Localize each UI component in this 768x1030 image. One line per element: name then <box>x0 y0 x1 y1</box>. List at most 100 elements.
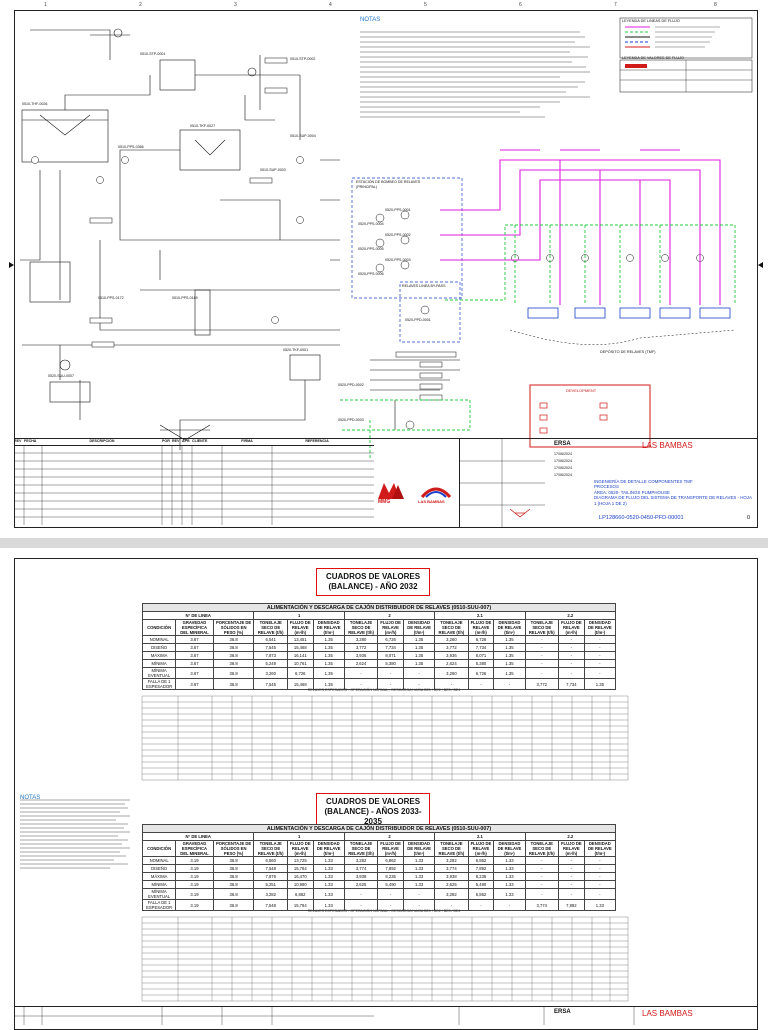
tag-label: 0520-TKF-0001 <box>283 348 309 352</box>
line-number: 2.2 <box>524 611 617 620</box>
tag-label: 0510-SUP-0004 <box>290 134 316 138</box>
value-cell: 1.33 <box>312 880 345 889</box>
condition-cell: MÍNIMA EVENTUAL <box>141 667 177 679</box>
column-header: TONELAJE SECO DE RELAVE (t/h) <box>434 619 469 636</box>
value-cell: 6,726 <box>467 667 495 679</box>
condition-cell: DISEÑO <box>141 643 177 652</box>
condition-cell: NOMINAL <box>141 856 177 865</box>
value-cell: 3,774 <box>343 864 379 873</box>
value-cell: 1.33 <box>312 872 345 881</box>
value-cell: - <box>402 888 436 900</box>
column-header: DENSIDAD DE RELAVE (t/m³) <box>493 840 526 857</box>
value-cell: - <box>343 888 379 900</box>
value-cell: - <box>558 872 585 881</box>
value-cell: 1.35 <box>312 643 345 652</box>
value-cell: 1.35 <box>312 635 345 644</box>
value-cell: 1.35 <box>402 651 436 660</box>
value-cell: - <box>524 643 560 652</box>
value-cell: - <box>402 899 436 911</box>
column-header: FLUJO DE RELAVE (m³/h) <box>286 840 314 857</box>
value-cell: 1.33 <box>583 899 617 911</box>
column-header: DENSIDAD DE RELAVE (t/m³) <box>312 619 345 636</box>
notes-text-lines <box>20 799 130 869</box>
value-cell: 1.33 <box>493 856 526 865</box>
values-legend-heading: LEYENDA DE VALORES DE FLUJO <box>622 56 684 60</box>
value-cell: 8,071 <box>467 651 495 660</box>
mmg-logo: MMG <box>376 479 410 505</box>
value-cell: 7,545 <box>253 678 288 690</box>
stream-markers <box>31 156 704 324</box>
value-cell: 3,936 <box>434 651 469 660</box>
tag-label: 0520-PPS-0003 <box>385 258 411 262</box>
process-lines-black <box>20 29 460 450</box>
value-cell: 1.33 <box>493 864 526 873</box>
ersa-logo: ERSA <box>554 1009 571 1015</box>
balance-table-2033-2035: ALIMENTACIÓN Y DESCARGA DE CAJÓN DISTRIB… <box>141 824 617 911</box>
deposit-label: DEPÓSITO DE RELAVES (TMF) <box>600 350 656 354</box>
line-number: 2 <box>343 611 436 620</box>
tag-label: 0510-THF-0026 <box>22 102 48 106</box>
column-header: FLUJO DE RELAVE (m³/h) <box>286 619 314 636</box>
tag-label: 0510-STP-0001 <box>140 52 166 56</box>
value-cell: 1.33 <box>402 856 436 865</box>
table-caption-row: ALIMENTACIÓN Y DESCARGA DE CAJÓN DISTRIB… <box>142 824 616 833</box>
line-number: 2.1 <box>434 611 526 620</box>
value-cell: 1.33 <box>312 864 345 873</box>
value-cell: 5,251 <box>253 880 288 889</box>
line-number-label: N° DE LINEA <box>141 611 255 620</box>
value-cell: - <box>377 667 404 679</box>
column-header: TONELAJE SECO DE RELAVE (t/h) <box>524 619 560 636</box>
column-header: DENSIDAD DE RELAVE (t/m³) <box>583 619 617 636</box>
title-block: REV FECHA DESCRIPCIÓN POR REV APR CLIENT… <box>14 438 758 527</box>
column-header: FLUJO DE RELAVE (m³/h) <box>467 840 495 857</box>
value-cell: 7,892 <box>467 864 495 873</box>
value-cell: - <box>583 651 617 660</box>
magenta-tailings-lines <box>440 149 721 305</box>
tag-label: 0520-PPD-0001 <box>405 318 431 322</box>
value-cell: 1.35 <box>402 643 436 652</box>
value-cell: 3.19 <box>175 872 214 881</box>
value-cell: - <box>524 667 560 679</box>
value-cell: - <box>524 651 560 660</box>
value-cell: - <box>558 856 585 865</box>
value-cell: 3,774 <box>434 864 469 873</box>
value-cell: 3.19 <box>175 888 214 900</box>
value-cell: 3,772 <box>434 643 469 652</box>
value-cell: - <box>524 872 560 881</box>
value-cell: 6,862 <box>467 888 495 900</box>
value-cell: 2,625 <box>343 880 379 889</box>
value-cell: 3,938 <box>343 872 379 881</box>
value-cell: 3,282 <box>343 856 379 865</box>
value-cell: 5,380 <box>377 659 404 668</box>
tag-label: 0510-PPS-0189 <box>172 296 198 300</box>
line-number: 1 <box>253 832 345 841</box>
mmg-logo-mark <box>378 483 404 499</box>
value-cell: 36.8 <box>212 651 255 660</box>
line-number: 2.2 <box>524 832 617 841</box>
value-cell: 36.8 <box>212 659 255 668</box>
value-cell: 3,280 <box>343 635 379 644</box>
line-number-label: N° DE LINEA <box>141 832 255 841</box>
tag-label: 0510-PPS-0366 <box>118 145 144 149</box>
value-cell: - <box>583 635 617 644</box>
column-header: TONELAJE SECO DE RELAVE (t/h) <box>343 619 379 636</box>
date-value: 17/06/2024 <box>554 452 572 456</box>
pump-station-label: ESTACIÓN DE BOMBEO DE RELAVES (PRINCIPAL… <box>356 180 421 189</box>
value-cell: 5,249 <box>253 659 288 668</box>
table-caption: ALIMENTACIÓN Y DESCARGA DE CAJÓN DISTRIB… <box>142 824 616 833</box>
drawing-number: LP128660-0520-0450-PFD-00001 <box>599 515 684 521</box>
legend-heading: LEYENDA DE LINEAS DE FLUJO <box>622 19 680 23</box>
values-title-line: CUADROS DE VALORES <box>325 797 421 806</box>
values-title-line: (BALANCE) - AÑOS 2033-2035 <box>324 807 422 826</box>
value-cell: 36.8 <box>212 643 255 652</box>
lasbambas-logo-mark <box>420 487 452 499</box>
tag-label: 0510-STP-0002 <box>290 57 316 61</box>
thickener-symbols <box>39 28 257 441</box>
